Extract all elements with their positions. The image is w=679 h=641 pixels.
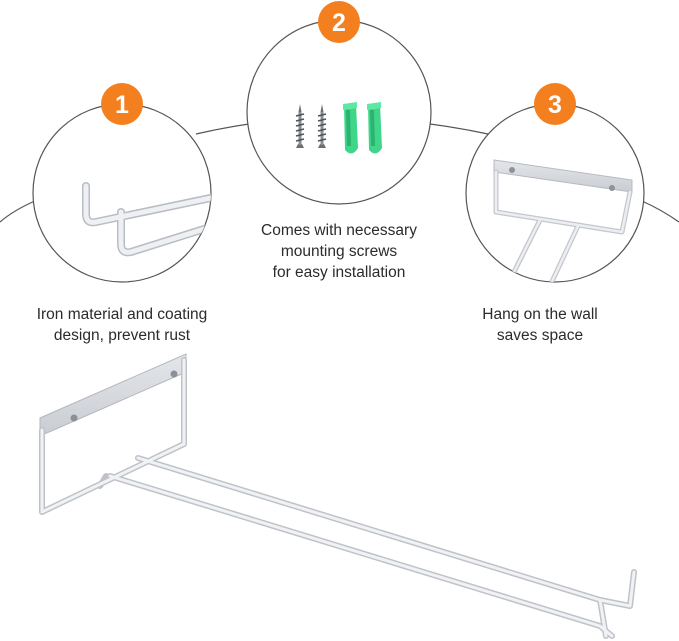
caption-line: design, prevent rust <box>53 327 191 344</box>
step-number: 1 <box>115 91 129 119</box>
caption-line: mounting screws <box>280 243 398 260</box>
hook-closeup-icon <box>82 182 211 257</box>
step-number: 2 <box>332 9 346 37</box>
step-badge-1: 1 <box>101 83 143 125</box>
screw-icon <box>295 104 305 148</box>
connector-lines <box>0 123 679 223</box>
screws-and-anchors-icon <box>295 102 382 154</box>
feature-caption-2: Comes with necessary mounting screws for… <box>222 220 456 283</box>
caption-line: saves space <box>496 327 584 344</box>
caption-line: for easy installation <box>272 264 406 281</box>
caption-line: Hang on the wall <box>482 306 598 323</box>
caption-line: Iron material and coating <box>36 306 208 323</box>
feature-caption-1: Iron material and coating design, preven… <box>0 304 244 346</box>
caption-line: Comes with necessary <box>261 222 417 239</box>
wall-anchor-icon <box>343 102 358 154</box>
feature-circle-2 <box>246 19 432 205</box>
step-number: 3 <box>548 91 562 119</box>
feature-circle-3 <box>465 103 645 283</box>
step-badge-3: 3 <box>534 83 576 125</box>
screw-icon <box>317 104 327 148</box>
feature-circle-1 <box>32 103 212 283</box>
wall-anchor-icon <box>367 102 382 154</box>
step-badge-2: 2 <box>318 1 360 43</box>
glass-rack-product-image <box>39 353 637 639</box>
feature-caption-3: Hang on the wall saves space <box>440 304 640 346</box>
